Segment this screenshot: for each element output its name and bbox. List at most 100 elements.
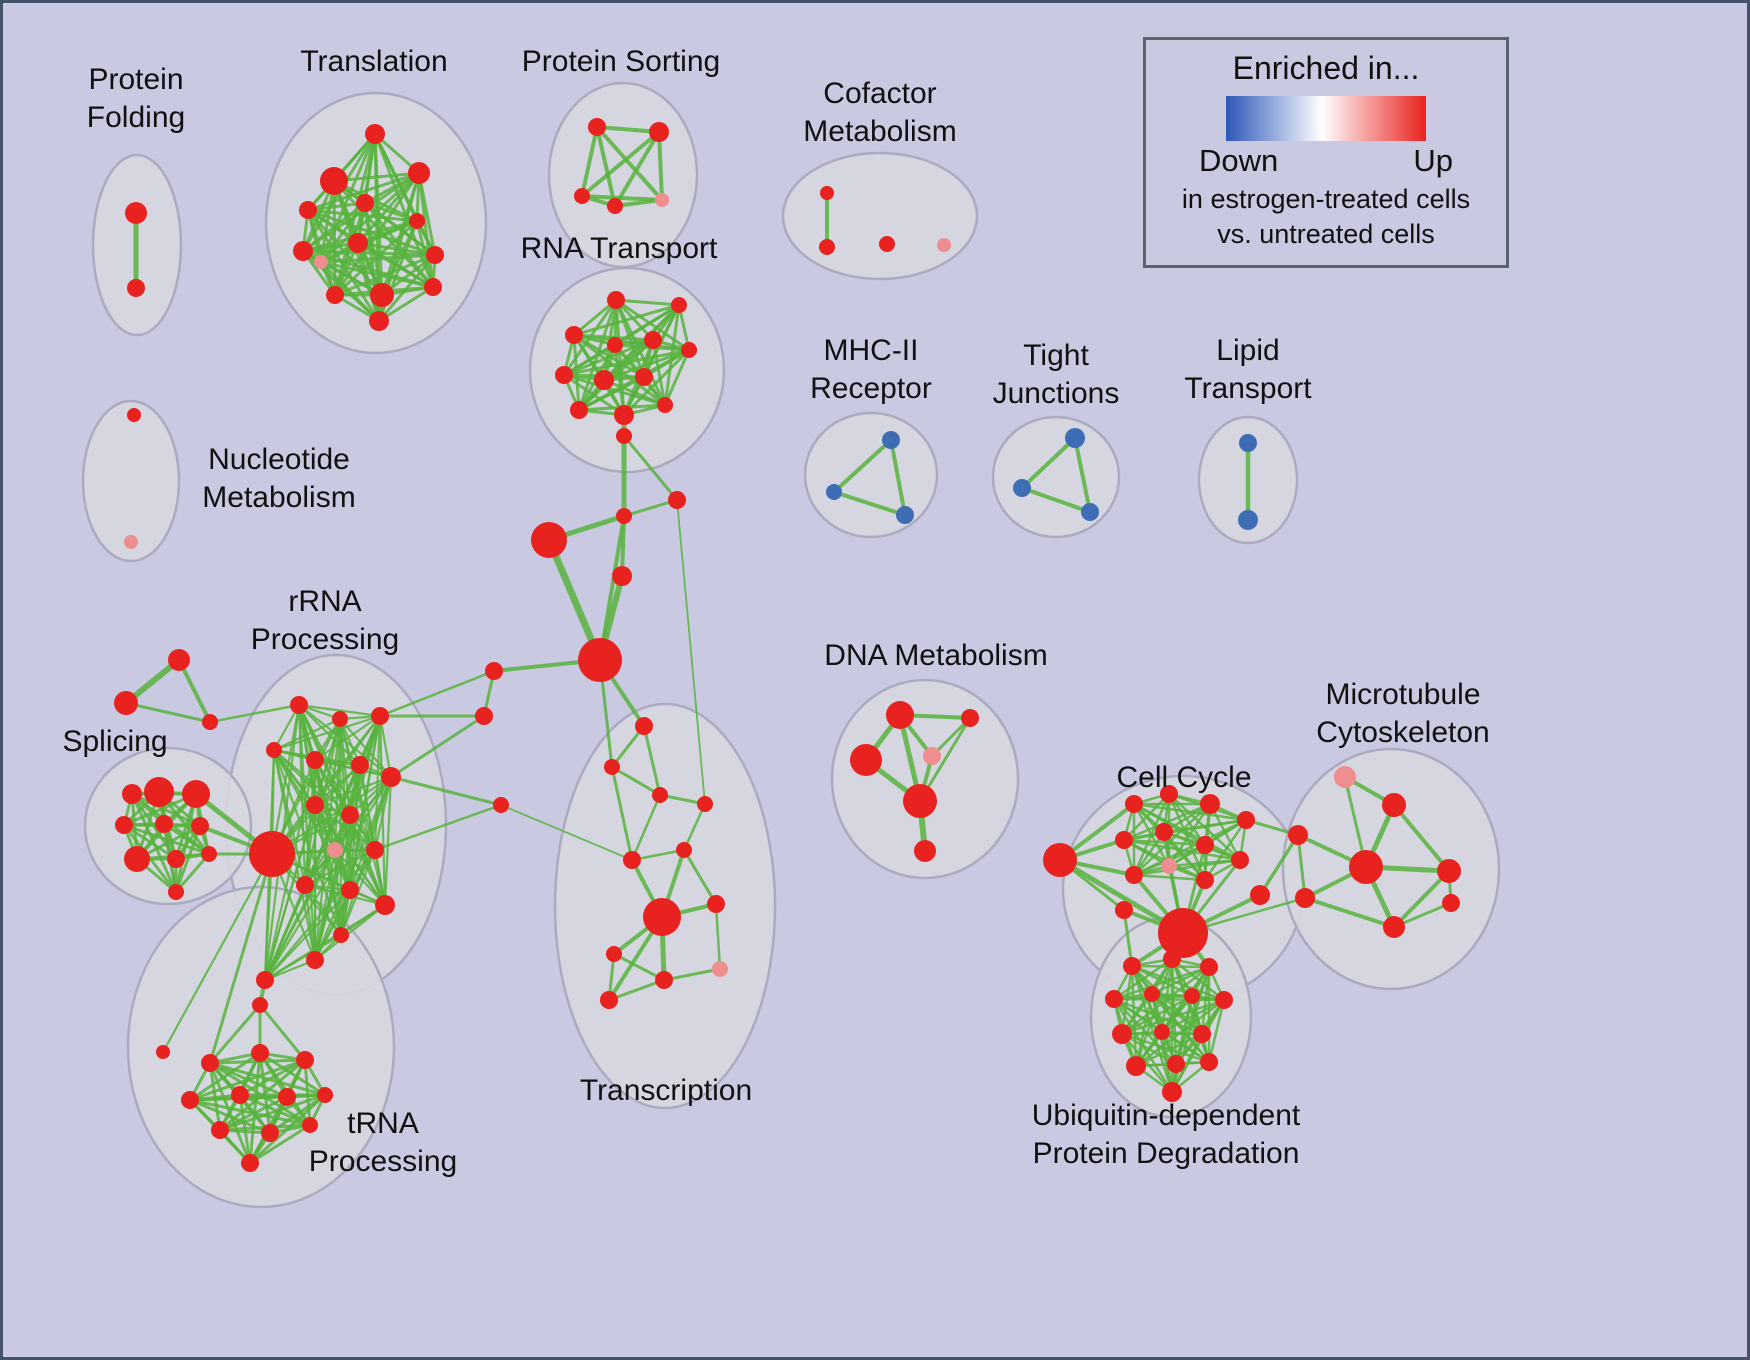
edge-rt4-rt7: [562, 343, 617, 377]
node-cf4: [937, 238, 951, 252]
edge-rt6-rt11: [622, 348, 691, 417]
legend-up-label: Up: [1413, 143, 1453, 178]
node-mh1: [882, 431, 900, 449]
edge-w10-w11: [662, 967, 722, 982]
edge-g7-g8: [1120, 998, 1226, 1036]
edge-t8-t13: [356, 241, 435, 289]
edge-v3-q1: [208, 703, 301, 724]
node-ps3: [574, 188, 590, 204]
edge-q2-q4: [272, 717, 342, 752]
edge-q15-q17: [313, 903, 387, 962]
node-t13: [424, 278, 442, 296]
node-u5: [181, 1091, 199, 1109]
node-q3: [371, 707, 389, 725]
edge-rt6-rt12: [663, 348, 691, 407]
node-t12: [370, 283, 394, 307]
node-q11: [327, 842, 343, 858]
node-e4: [1200, 794, 1220, 814]
node-rt5: [644, 331, 662, 349]
node-e13: [1158, 908, 1208, 958]
edge-u1-u4: [258, 1003, 307, 1062]
legend-caption-line1: in estrogen-treated cells: [1181, 184, 1471, 214]
edge-g10-g11: [1134, 1032, 1204, 1068]
node-m1: [1334, 766, 1356, 788]
node-lt1: [1239, 434, 1257, 452]
edge-q9-q18: [263, 803, 317, 982]
node-s3: [182, 780, 210, 808]
edge-e5-e7: [1162, 818, 1248, 834]
node-t3: [408, 162, 430, 184]
edge-t4-t6: [363, 201, 419, 223]
edge-g5-g13: [1150, 992, 1211, 1064]
cluster-label-rna-transport: RNA Transport: [521, 232, 718, 265]
node-s6: [191, 817, 209, 835]
edge-cn2-w4: [676, 499, 706, 805]
edge-t9-t10: [319, 253, 437, 264]
edge-rt9-rt10: [577, 375, 646, 412]
edge-g7-g9: [1160, 998, 1226, 1034]
edge-q7-q8: [270, 775, 393, 856]
node-s8: [167, 850, 185, 868]
edge-g2-g4: [1112, 957, 1174, 1001]
node-q2: [332, 711, 348, 727]
edge-w4-w6: [682, 802, 707, 852]
node-m7: [1383, 916, 1405, 938]
node-tj3: [1081, 503, 1099, 521]
edge-m6-m7: [1303, 896, 1396, 929]
edge-u4-u5: [188, 1058, 307, 1102]
node-u10: [261, 1124, 279, 1142]
node-g9: [1154, 1024, 1170, 1040]
node-v3: [202, 714, 218, 730]
edge-ps1-ps3: [580, 125, 599, 198]
node-t8: [348, 233, 368, 253]
edge-w10-w12: [607, 978, 666, 1002]
node-m8: [1442, 894, 1460, 912]
node-g6: [1184, 988, 1200, 1004]
edge-t5-t6: [306, 208, 419, 223]
edge-q3-q7: [378, 714, 393, 779]
node-u12: [241, 1154, 259, 1172]
node-m6: [1295, 888, 1315, 908]
node-q13: [296, 876, 314, 894]
node-t7: [293, 241, 313, 261]
edge-g9-g13: [1160, 1030, 1211, 1064]
node-t11: [326, 286, 344, 304]
edge-rt1-rt5: [614, 298, 655, 342]
node-pf2: [127, 279, 145, 297]
node-e3: [1160, 785, 1178, 803]
edge-q9-q13: [303, 803, 317, 887]
node-d4: [923, 747, 941, 765]
edge-e14-g1: [1122, 908, 1134, 968]
edge-e3-e8: [1167, 792, 1207, 847]
edge-g2-g7: [1170, 957, 1226, 1002]
edge-m3-m6: [1296, 833, 1307, 900]
edge-q13-q18: [263, 883, 307, 982]
edge-g2-g11: [1134, 957, 1174, 1068]
node-t14: [369, 311, 389, 331]
node-v2: [114, 691, 138, 715]
node-cf1: [820, 186, 834, 200]
node-t9: [426, 246, 444, 264]
node-s7: [124, 846, 150, 872]
edge-q3-q4: [272, 714, 382, 752]
edge-n3-w5: [500, 804, 633, 861]
edge-tj2-tj3: [1020, 486, 1092, 514]
edge-g3-g5: [1150, 965, 1211, 996]
edge-g8-g14: [1120, 1032, 1174, 1094]
edge-u7-u9: [218, 1095, 289, 1132]
edge-rt7-rt12: [562, 373, 667, 407]
edge-rt5-rt12: [651, 338, 667, 407]
edge-q14-q18: [263, 888, 352, 982]
node-g4: [1105, 990, 1123, 1008]
edge-w1-w3: [642, 724, 662, 797]
edge-t3-t13: [417, 171, 435, 289]
node-s10: [168, 884, 184, 900]
edge-e4-e6: [1122, 802, 1212, 842]
edge-u11-u12: [248, 1123, 312, 1165]
edge-s5-s9: [162, 822, 211, 856]
